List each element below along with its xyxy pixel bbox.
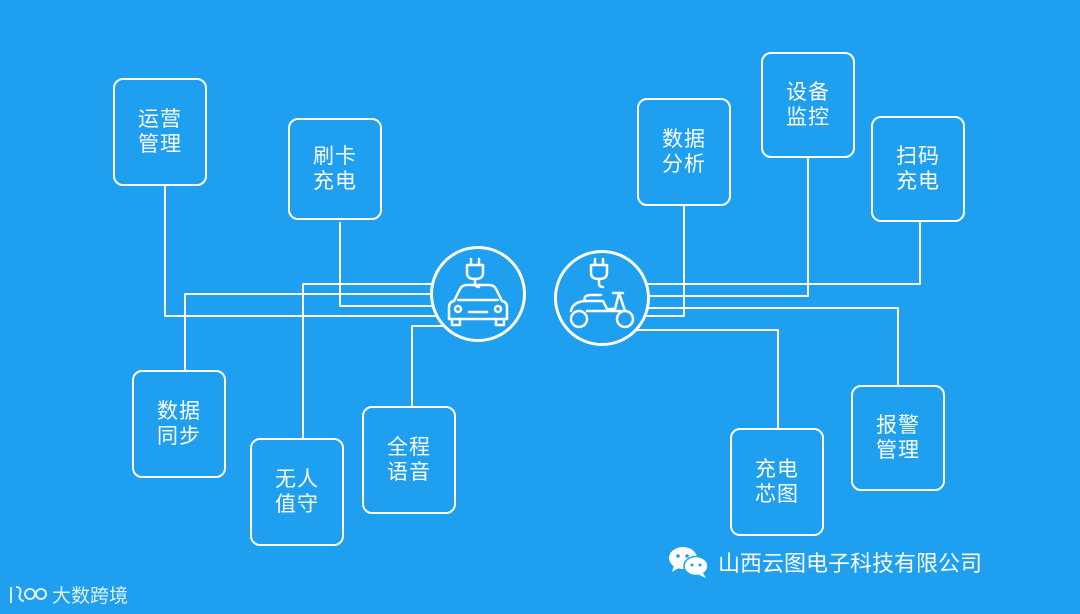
feature-label-line2: 语音 [387,460,431,484]
feature-box-device-monitor: 设备 监控 [761,52,855,158]
wechat-icon [669,547,709,578]
feature-label-line2: 值守 [275,492,319,516]
watermark-text: 大数跨境 [52,585,129,607]
car-charging-icon [447,257,509,327]
scooter-charging-icon [569,257,635,329]
feature-label-line2: 管理 [876,438,920,462]
feature-label-line1: 刷卡 [313,144,357,168]
feature-label-line1: 全程 [387,435,431,459]
feature-label-line2: 管理 [138,132,182,156]
feature-label-line2: 监控 [786,105,830,129]
company-name: 山西云图电子科技有限公司 [718,552,983,577]
feature-box-charging-chip: 充电 芯图 [730,428,824,536]
feature-label-line2: 充电 [896,169,940,193]
feature-label-line1: 报警 [876,413,920,437]
watermark: 大数跨境 [8,581,128,608]
feature-box-data-analysis: 数据 分析 [637,98,731,206]
feature-label-line1: 无人 [275,467,319,491]
feature-label-line1: 运营 [138,107,182,131]
company-credit: 山西云图电子科技有限公司 [668,545,982,579]
site-logo-icon [10,585,47,603]
feature-box-unattended: 无人 值守 [250,438,344,546]
feature-label-line2: 分析 [662,152,706,176]
feature-box-operations: 运营 管理 [113,78,207,186]
feature-label-line1: 设备 [786,80,830,104]
feature-label-line2: 充电 [313,169,357,193]
feature-box-scan-charging: 扫码 充电 [871,116,965,222]
feature-label-line1: 数据 [157,399,201,423]
scooter-charging-hub [554,250,650,346]
car-charging-hub [430,246,526,342]
feature-label-line1: 充电 [755,457,799,481]
feature-box-voice: 全程 语音 [362,406,456,514]
feature-label-line2: 同步 [157,424,201,448]
feature-box-alarm: 报警 管理 [851,385,945,491]
feature-label-line2: 芯图 [755,482,799,506]
feature-label-line1: 扫码 [896,144,940,168]
feature-label-line1: 数据 [662,127,706,151]
feature-box-card-charging: 刷卡 充电 [288,118,382,220]
feature-box-data-sync: 数据 同步 [132,370,226,478]
